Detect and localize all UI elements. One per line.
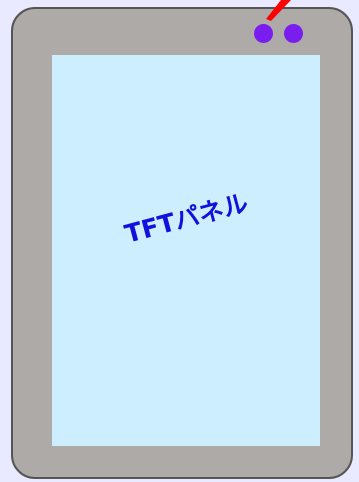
sensor-dot-right	[284, 24, 303, 43]
tft-panel-screen	[52, 55, 320, 446]
sensor-dot-left	[254, 24, 273, 43]
pointer-arrow-shape	[266, 0, 291, 21]
